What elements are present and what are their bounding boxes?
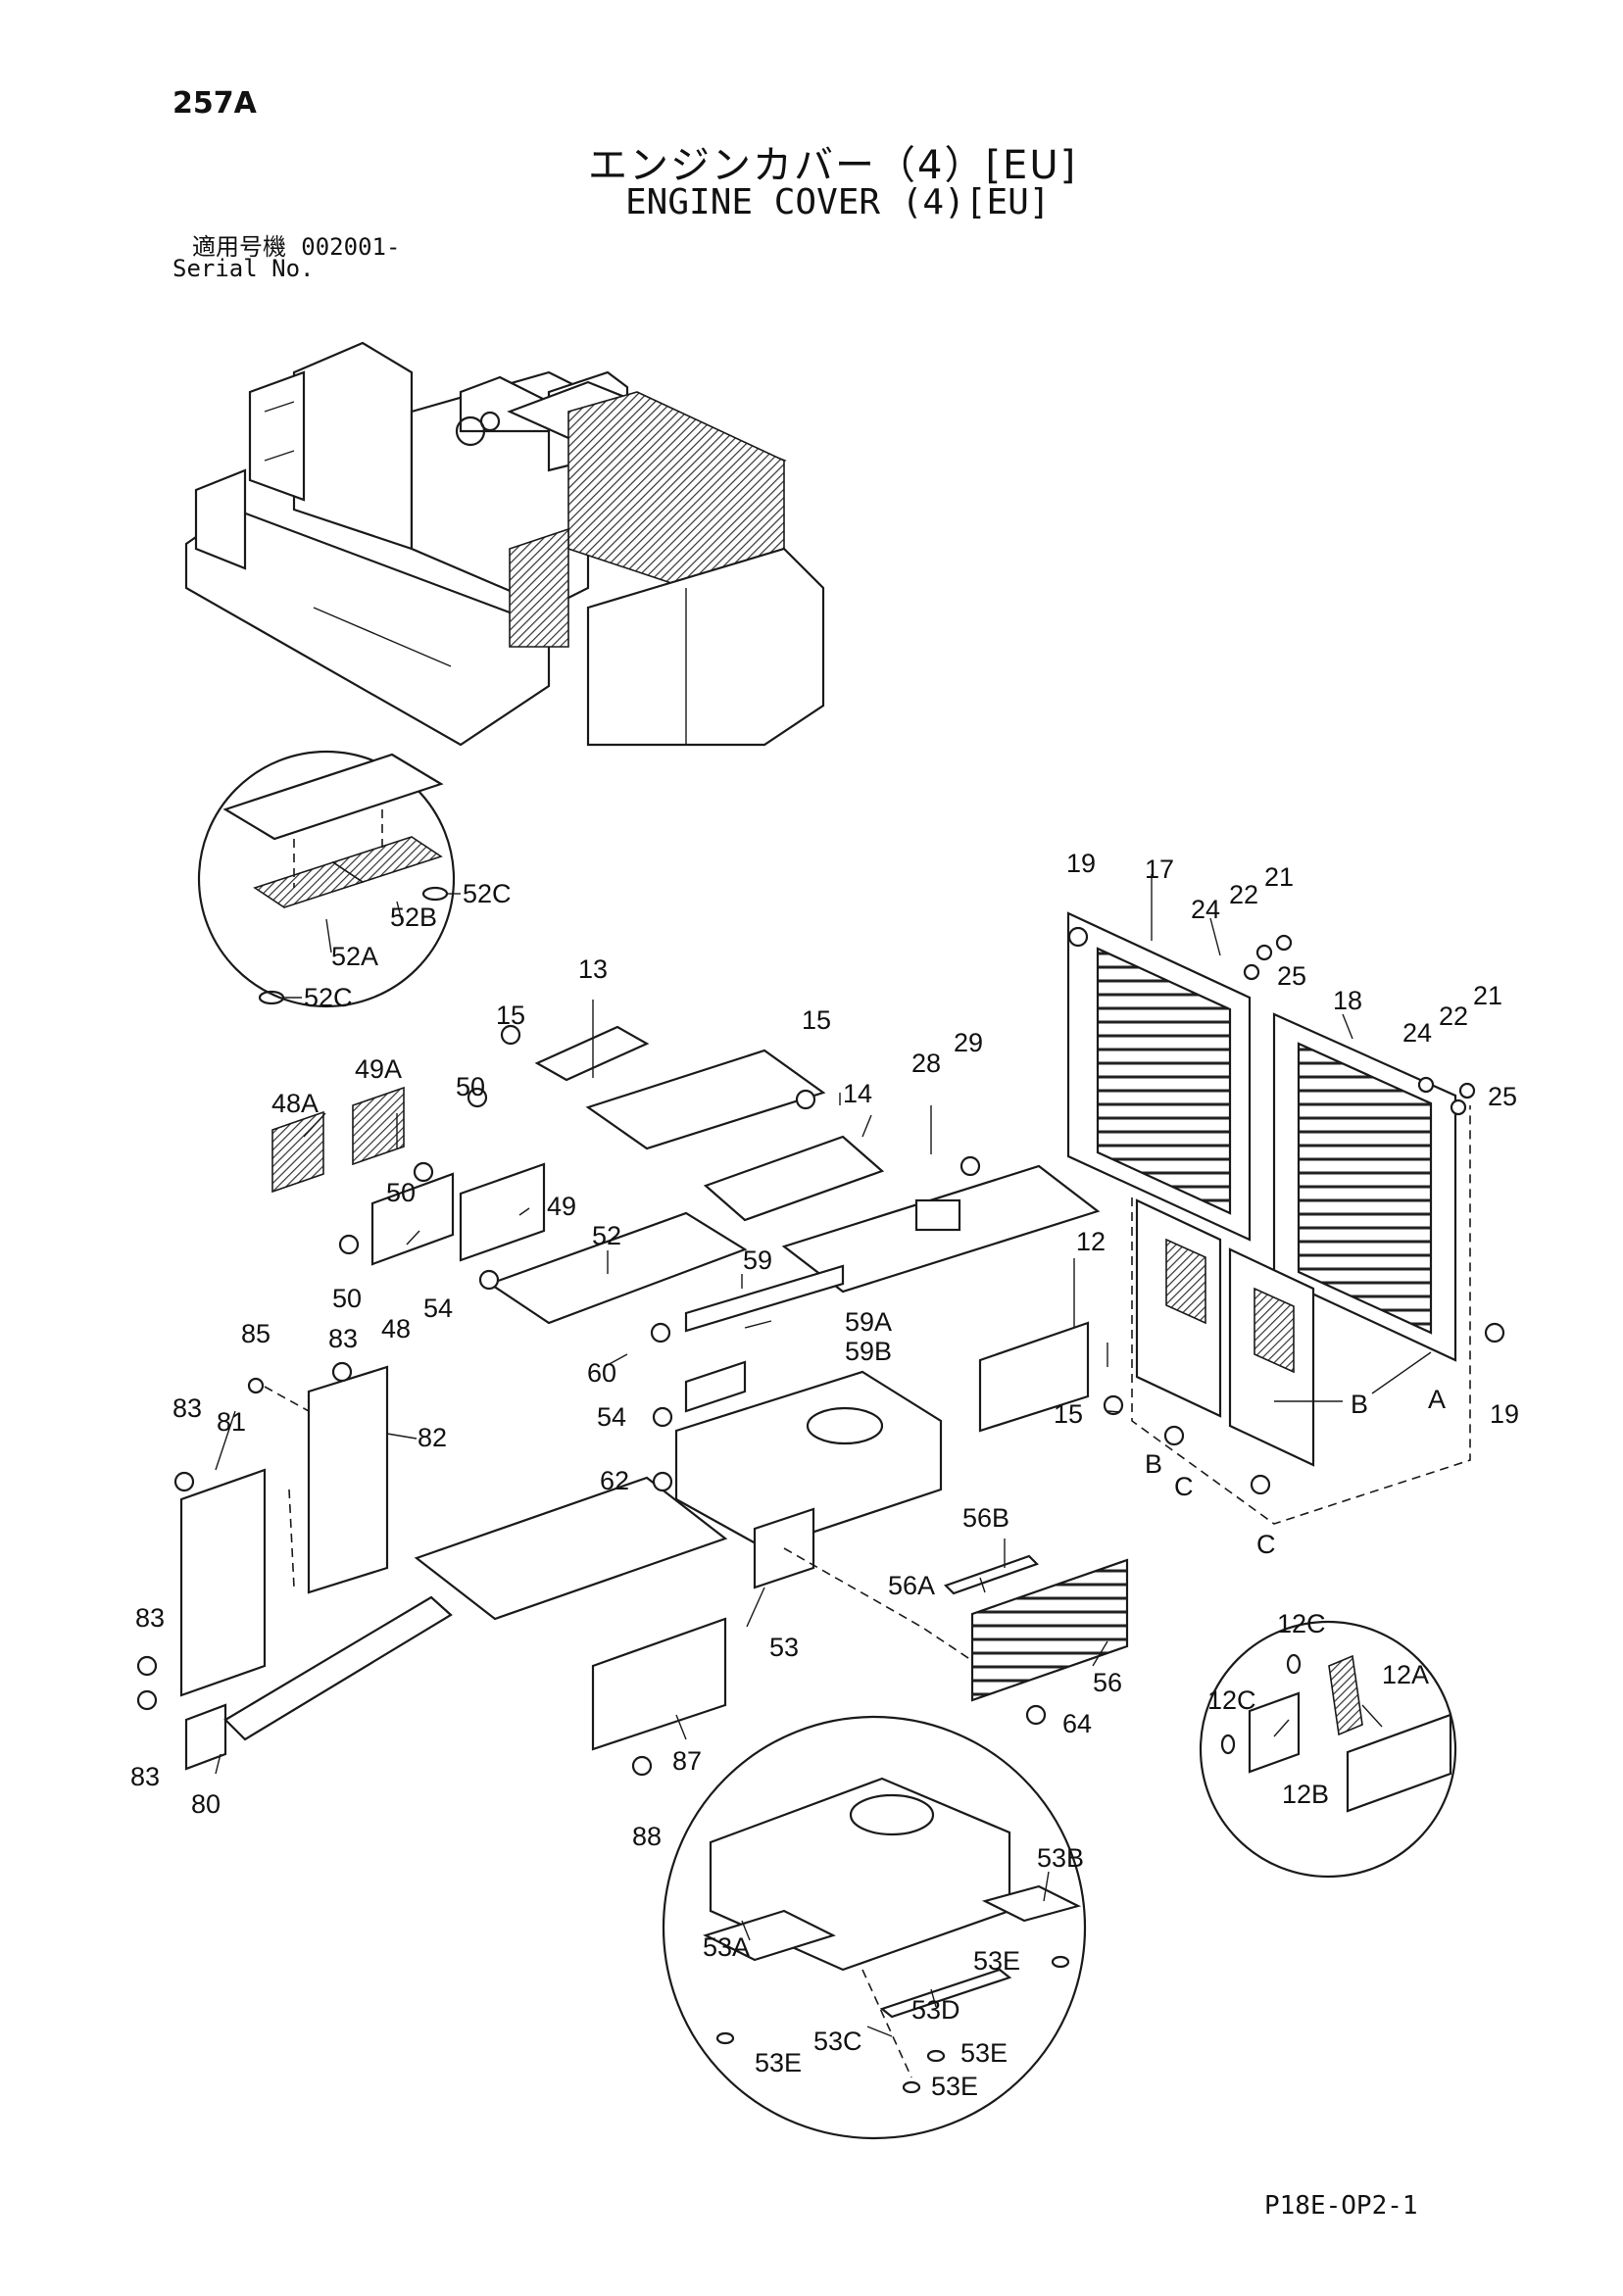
callout-15-left: 15 [496, 1001, 525, 1030]
callout-21-left: 21 [1264, 862, 1294, 892]
serial-label-english: Serial No. [172, 255, 315, 282]
callout-56B: 56B [962, 1503, 1009, 1533]
callout-81: 81 [217, 1407, 246, 1437]
document-code: P18E-OP2-1 [1264, 2191, 1418, 2221]
callout-12B: 12B [1282, 1780, 1329, 1809]
callout-49: 49 [547, 1192, 576, 1221]
grille-56-group [943, 1554, 1129, 1702]
machine-overview [184, 341, 825, 747]
callout-17: 17 [1145, 855, 1174, 884]
callout-13: 13 [578, 954, 608, 984]
callout-A: A [1428, 1385, 1446, 1414]
callout-83-bottom: 83 [130, 1762, 160, 1791]
callout-56: 56 [1093, 1668, 1122, 1697]
callout-12A: 12A [1382, 1660, 1429, 1689]
callout-18: 18 [1333, 986, 1362, 1015]
callout-22-right: 22 [1439, 1001, 1468, 1031]
callout-53E-left: 53E [755, 2048, 802, 2077]
callout-29: 29 [954, 1028, 983, 1057]
callout-88: 88 [632, 1822, 662, 1851]
leader-lines [215, 874, 1432, 2037]
callout-53: 53 [769, 1633, 799, 1662]
center-cover-group [674, 1264, 981, 1667]
callout-64: 64 [1062, 1709, 1092, 1738]
callout-83-lower: 83 [135, 1603, 165, 1633]
callout-53C: 53C [813, 2027, 862, 2056]
callout-83-left: 83 [172, 1393, 202, 1423]
callout-12C-lower: 12C [1207, 1685, 1256, 1715]
callout-53E-bottom: 53E [931, 2072, 978, 2101]
callout-labels: 52B 52A 52C 52C 13 15 15 15 14 28 29 49A… [130, 849, 1519, 2101]
detail-circle-12 [1199, 1620, 1457, 1879]
serial-value: 002001- [301, 233, 401, 261]
callout-21-right: 21 [1473, 981, 1502, 1010]
callout-53E-middle: 53E [960, 2038, 1008, 2068]
callout-15-right: 15 [1054, 1399, 1083, 1429]
callout-54-upper: 54 [423, 1294, 453, 1323]
callout-53E-right: 53E [973, 1946, 1020, 1976]
callout-24-left: 24 [1191, 895, 1220, 924]
callout-85: 85 [241, 1319, 270, 1348]
callout-52C-upper: 52C [463, 879, 512, 908]
title-japanese: エンジンカバー（4）[EU] [588, 143, 1078, 188]
callout-59A: 59A [845, 1307, 892, 1337]
title-english: ENGINE COVER (4)[EU] [625, 182, 1051, 222]
callout-80: 80 [191, 1789, 221, 1819]
callout-25-right: 25 [1488, 1082, 1517, 1111]
callout-59: 59 [743, 1246, 772, 1275]
callout-14: 14 [843, 1079, 872, 1108]
callout-19-top: 19 [1066, 849, 1096, 878]
callout-60: 60 [587, 1358, 616, 1388]
callout-83-top: 83 [328, 1324, 358, 1353]
callout-25-left: 25 [1277, 961, 1306, 991]
page-number: 257A [172, 86, 257, 121]
callout-52C-lower: 52C [304, 983, 353, 1012]
callout-15-center: 15 [802, 1005, 831, 1035]
callout-12C-upper: 12C [1277, 1609, 1326, 1638]
callout-24-right: 24 [1402, 1018, 1432, 1048]
callout-56A: 56A [888, 1571, 935, 1600]
callout-59B: 59B [845, 1337, 892, 1366]
callout-62: 62 [600, 1466, 629, 1495]
callout-87: 87 [672, 1746, 702, 1776]
callout-53D: 53D [911, 1995, 960, 2025]
callout-52: 52 [592, 1221, 621, 1250]
callout-C-lower: C [1256, 1530, 1276, 1559]
callout-28: 28 [911, 1049, 941, 1078]
callout-12: 12 [1076, 1227, 1106, 1256]
callout-49A: 49A [355, 1054, 402, 1084]
callout-50-lower: 50 [332, 1284, 362, 1313]
right-door-group [1066, 911, 1471, 1525]
fastener-group [136, 926, 1505, 1777]
callout-48A: 48A [271, 1089, 319, 1118]
callout-C-upper: C [1174, 1472, 1194, 1501]
callout-52A: 52A [331, 942, 378, 971]
callout-82: 82 [418, 1423, 447, 1452]
callout-54-lower: 54 [597, 1402, 626, 1432]
callout-48: 48 [381, 1314, 411, 1343]
callout-22-left: 22 [1229, 880, 1258, 909]
callout-B-right: B [1351, 1390, 1368, 1419]
lower-left-panel-group [179, 1365, 728, 1771]
serial-label-japanese: 適用号機 [192, 233, 286, 261]
detail-circle-53 [662, 1715, 1087, 2140]
callout-53B: 53B [1037, 1843, 1084, 1873]
detail-circle-52 [197, 750, 456, 1008]
callout-50-middle: 50 [386, 1178, 416, 1207]
serial-row: 適用号機 002001- [192, 227, 400, 262]
callout-B-left: B [1145, 1449, 1162, 1479]
callout-53A: 53A [703, 1932, 750, 1962]
callout-52B: 52B [390, 903, 437, 932]
callout-50-upper: 50 [456, 1072, 485, 1101]
callout-19-right: 19 [1490, 1399, 1519, 1429]
left-panel-group [271, 1025, 1101, 1433]
